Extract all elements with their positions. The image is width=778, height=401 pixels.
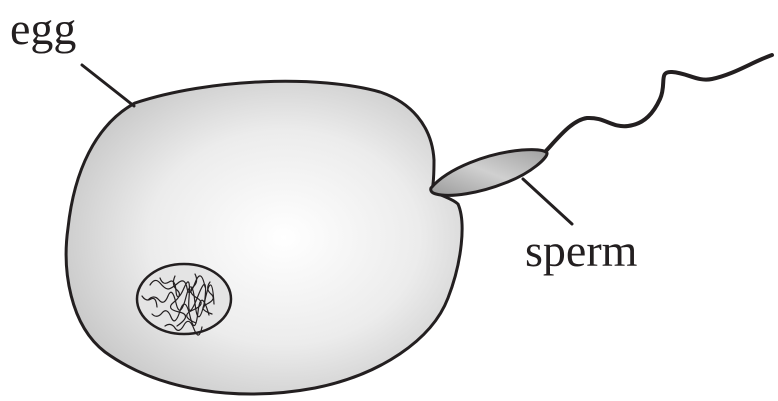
sperm-leader-line (523, 179, 572, 224)
sperm-label: sperm (525, 228, 637, 274)
sperm-tail (545, 55, 772, 152)
sperm-head (431, 150, 547, 196)
egg-cell (66, 81, 462, 394)
egg-leader-line (82, 65, 134, 106)
egg-label: egg (10, 6, 76, 52)
